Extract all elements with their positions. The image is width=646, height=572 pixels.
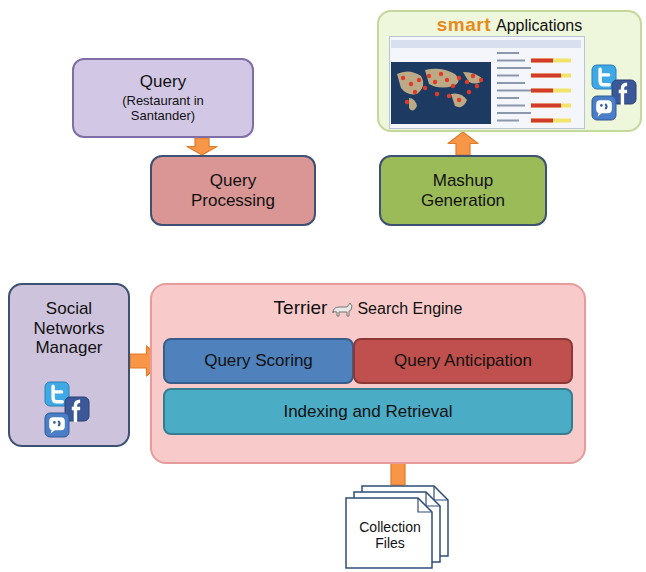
chat-icon: [591, 95, 617, 121]
panel-heading: smart Applications: [379, 14, 640, 36]
box-label: Mashup Generation: [398, 171, 528, 210]
box-label: Indexing and Retrieval: [283, 402, 452, 422]
process-box: Indexing and Retrieval: [163, 388, 573, 435]
panel-title: Applications: [496, 17, 582, 35]
process-box: Query(Restaurant in Santander): [72, 58, 254, 138]
process-box: Social Networks Manager: [8, 283, 130, 447]
process-box: Query Processing: [150, 155, 316, 226]
block-arrow: [187, 138, 217, 155]
product-name: Terrier: [274, 297, 328, 319]
box-label: Query: [140, 72, 186, 92]
box-label: Query Processing: [168, 171, 298, 210]
application-panel: smart Applications: [377, 10, 642, 132]
document-stack: Collection Files: [344, 485, 452, 569]
process-box: Query Anticipation: [353, 338, 573, 384]
block-arrow: [448, 132, 478, 155]
engine-heading: Terrier Search Engine: [152, 297, 584, 319]
process-box: Query Scoring: [163, 338, 354, 384]
box-label: Query Anticipation: [394, 351, 532, 371]
box-label: Collection Files: [348, 519, 432, 551]
box-label: Social Networks Manager: [19, 299, 119, 358]
process-box: Mashup Generation: [379, 155, 547, 226]
search-engine-box: Terrier Search EngineQuery Scoring Query A…: [150, 283, 586, 464]
chat-icon: [44, 412, 70, 438]
dog-logo: [330, 301, 354, 319]
brand-word: smart: [437, 14, 491, 36]
engine-subtitle: Search Engine: [357, 300, 462, 318]
app-screenshot: [389, 36, 585, 129]
box-label: Query Scoring: [204, 351, 313, 371]
body-text: (Restaurant in Santander): [103, 94, 223, 124]
